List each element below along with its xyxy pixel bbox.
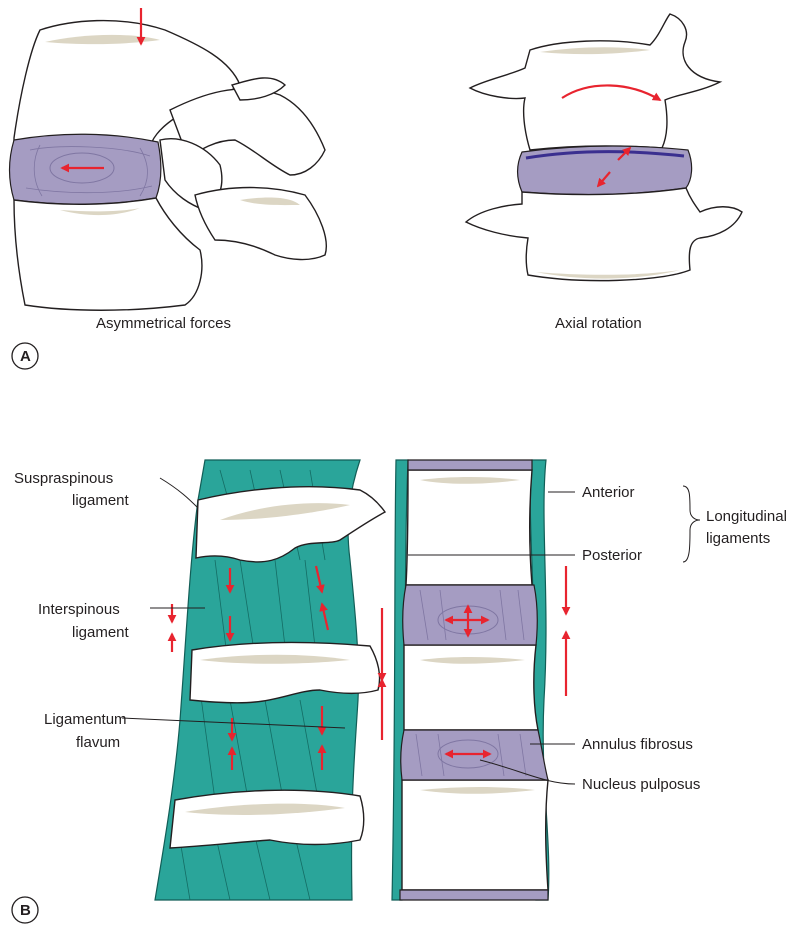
- label-longitudinal-2: ligaments: [706, 530, 770, 547]
- caption-asymmetrical-forces: Asymmetrical forces: [96, 315, 231, 332]
- lateral-vertebra-illustration: [10, 21, 327, 311]
- panel-b-letter: B: [20, 902, 31, 919]
- label-interspinous-1: Interspinous: [38, 601, 120, 618]
- label-annulus-fibrosus: Annulus fibrosus: [582, 736, 693, 753]
- label-longitudinal-1: Longitudinal: [706, 508, 787, 525]
- panel-a-letter: A: [20, 348, 31, 365]
- label-interspinous-2: ligament: [72, 624, 130, 641]
- label-anterior: Anterior: [582, 484, 635, 501]
- label-nucleus-pulposus: Nucleus pulposus: [582, 776, 700, 793]
- label-flavum-2: flavum: [76, 734, 120, 751]
- label-flavum-1: Ligamentum: [44, 711, 127, 728]
- label-supraspinous-1: Suspraspinous: [14, 470, 113, 487]
- upper-disc: [403, 585, 538, 645]
- caption-axial-rotation: Axial rotation: [555, 315, 642, 332]
- sagittal-section-illustration: [155, 460, 549, 900]
- posterior-vertebra-illustration: [466, 14, 742, 281]
- label-supraspinous-2: ligament: [72, 492, 130, 509]
- label-posterior: Posterior: [582, 547, 642, 564]
